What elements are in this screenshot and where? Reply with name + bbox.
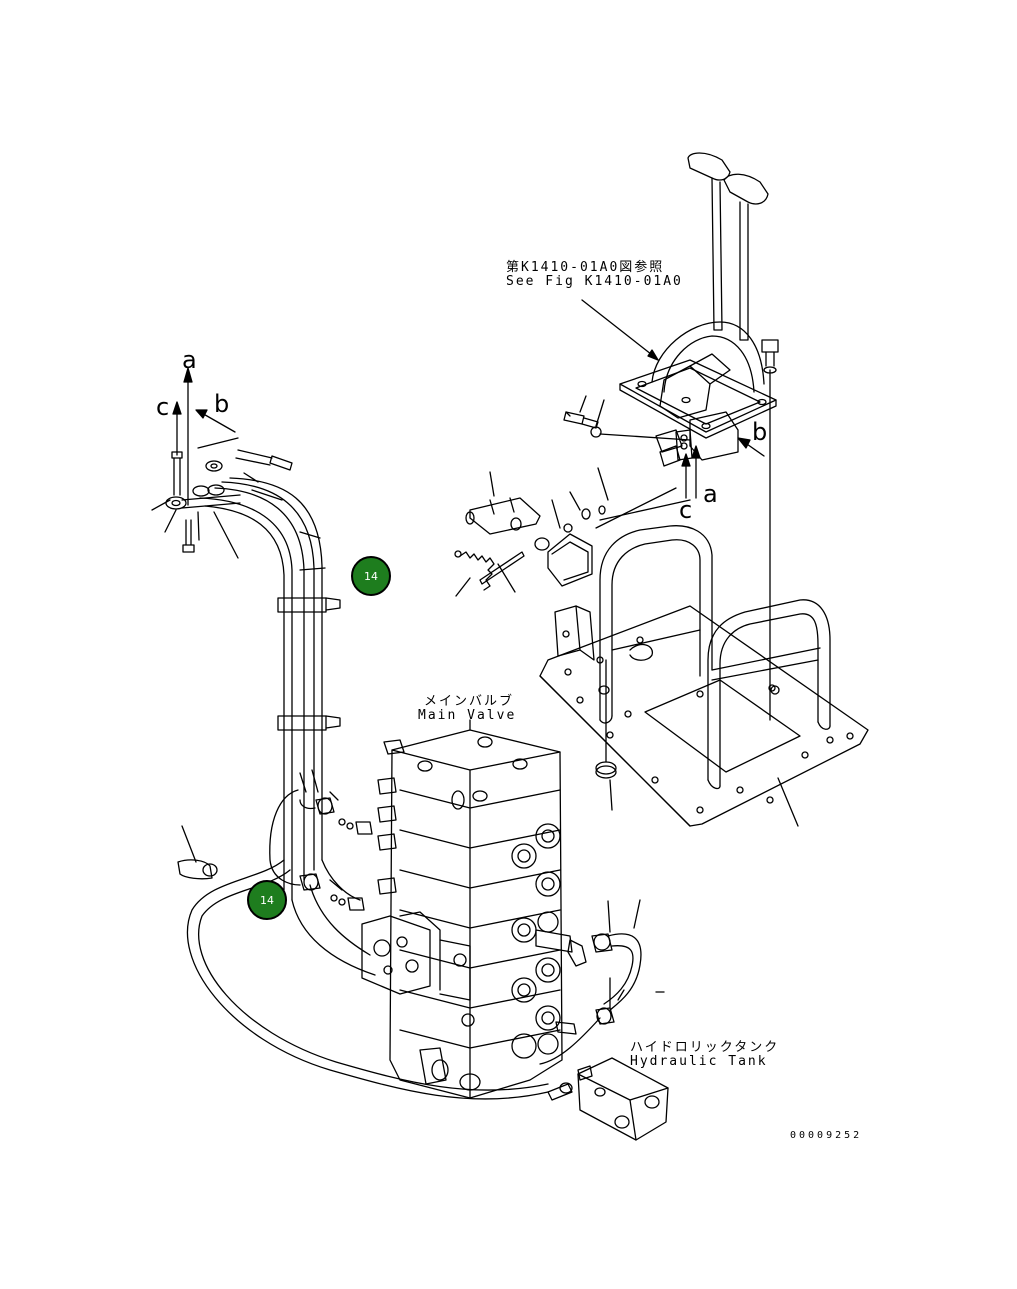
main-valve-label-jp: メインバルブ <box>424 694 515 709</box>
letter-a-right: a <box>703 480 718 508</box>
hose-bundle <box>178 478 548 1099</box>
hydraulic-tank-label-jp: ハイドロリックタンク <box>630 1040 780 1055</box>
arrow-b-left <box>200 412 235 432</box>
tank-flange <box>578 1058 668 1140</box>
guard-frame <box>599 526 830 789</box>
letter-a-left: a <box>182 346 197 374</box>
main-valve <box>362 720 586 1098</box>
letter-b-right: b <box>752 418 768 446</box>
tank-hoses <box>540 900 664 1100</box>
letter-c-right: c <box>679 496 693 524</box>
letter-b-left: b <box>214 390 230 418</box>
linkage-parts <box>455 396 690 596</box>
letter-c-left: c <box>156 393 170 421</box>
reference-label-en: See Fig K1410-01A0 <box>506 274 683 289</box>
reference-label-jp: 第K1410-01A0図参照 <box>506 260 665 275</box>
control-lever-unit <box>582 153 778 720</box>
hydraulic-tank-label-en: Hydraulic Tank <box>630 1054 768 1069</box>
callout-badge[interactable]: 14 <box>247 880 287 920</box>
callout-badge[interactable]: 14 <box>351 556 391 596</box>
drawing-number: 00009252 <box>790 1130 863 1141</box>
main-valve-label-en: Main Valve <box>418 708 517 723</box>
mounting-plate <box>540 606 868 826</box>
left-fitting-group <box>152 368 325 570</box>
